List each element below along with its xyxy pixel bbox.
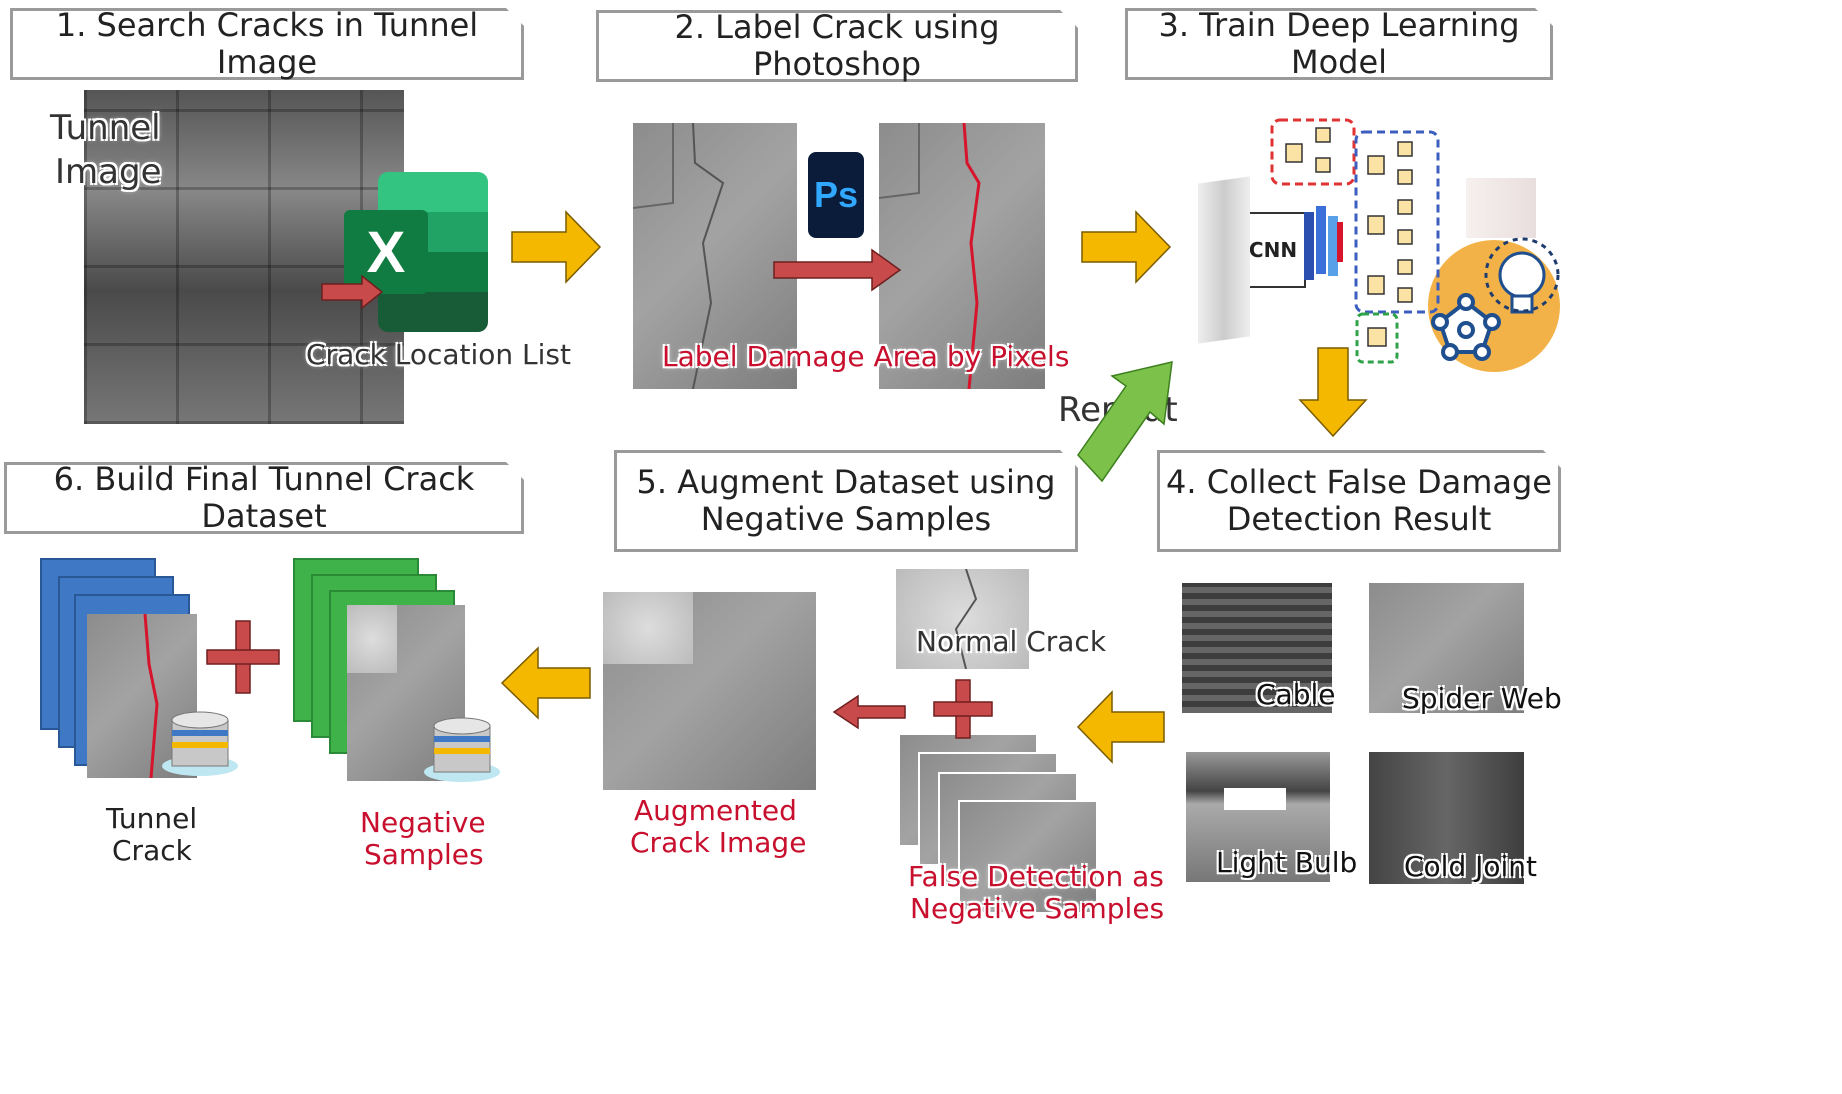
step-1-box: 1. Search Cracks in Tunnel Image	[10, 8, 524, 80]
tunnel-image-label-line2: Image	[55, 152, 162, 192]
step-1-title: 1. Search Cracks in Tunnel Image	[55, 6, 479, 81]
negative-samples-label-line1: Negative	[360, 806, 486, 839]
tunnel-image-label-line1: Tunnel	[50, 108, 161, 148]
database-icon	[424, 717, 500, 782]
labeled-crack-image	[879, 123, 1045, 389]
step-2-title: 2. Label Crack using Photoshop	[674, 8, 1000, 83]
excel-letter: X	[344, 210, 428, 294]
step-4-box: 4. Collect False Damage Detection Result	[1157, 450, 1561, 552]
step-3-title: 3. Train Deep Learning Model	[1158, 6, 1520, 81]
false-detection-label-line1: False Detection as	[908, 860, 1164, 893]
negative-samples-label-line2: Samples	[364, 838, 484, 871]
cold-joint-thumbnail	[1369, 752, 1524, 884]
augmented-crack-image	[603, 592, 816, 790]
label-damage-area-label: Label Damage Area by Pixels	[662, 340, 1070, 373]
tunnel-crack-label-line2: Crack	[112, 834, 192, 867]
cnn-cubes	[1285, 127, 1413, 347]
step-4-title-line2: Detection Result	[1226, 500, 1492, 538]
transfer-arrow-augment	[832, 694, 906, 730]
flow-arrow-3-to-4	[1298, 347, 1368, 438]
ps-logo-text: Ps	[813, 174, 859, 215]
tunnel-crack-label-line1: Tunnel	[106, 802, 198, 835]
step-5-box: 5. Augment Dataset using Negative Sample…	[614, 450, 1078, 552]
cnn-green-group	[1355, 312, 1399, 364]
repeat-arrow	[1077, 361, 1173, 483]
light-bulb-thumbnail	[1186, 752, 1330, 882]
database-icon	[162, 711, 238, 776]
normal-crack-label: Normal Crack	[916, 625, 1107, 658]
cnn-feature-maps	[1304, 206, 1343, 280]
step-3-box: 3. Train Deep Learning Model	[1125, 8, 1553, 80]
lightbulb-icon	[1498, 251, 1546, 314]
step-5-title-line1: 5. Augment Dataset using	[636, 463, 1056, 502]
step-2-box: 2. Label Crack using Photoshop	[596, 10, 1078, 82]
spider-web-thumbnail	[1369, 583, 1524, 713]
step-6-box: 6. Build Final Tunnel Crack Dataset	[4, 462, 524, 534]
cnn-label: CNN	[1248, 238, 1298, 262]
false-detection-card	[958, 800, 1098, 914]
flow-arrow-1-to-2	[511, 210, 602, 284]
step-4-title-line1: 4. Collect False Damage	[1166, 463, 1552, 502]
excel-icon: X	[344, 172, 488, 332]
network-icon	[1431, 293, 1501, 361]
cnn-blue-group	[1354, 130, 1440, 314]
cable-thumbnail	[1182, 583, 1332, 713]
flow-arrow-4-to-5	[1076, 690, 1165, 764]
crack-location-list-label: Crack Location List	[306, 338, 572, 371]
raw-crack-image	[633, 123, 797, 389]
cold-joint-label: Cold Joint	[1404, 850, 1538, 883]
flow-arrow-5-to-6	[500, 646, 591, 720]
cnn-red-group	[1270, 118, 1356, 186]
step-6-title: 6. Build Final Tunnel Crack Dataset	[53, 460, 475, 535]
plus-icon	[206, 620, 280, 694]
augmented-label-line1: Augmented	[634, 794, 797, 827]
plus-icon	[933, 679, 993, 739]
false-detection-label-line2: Negative Samples	[910, 892, 1165, 925]
transfer-arrow-photoshop	[773, 248, 902, 292]
transfer-arrow-excel	[321, 274, 384, 310]
normal-crack-image	[896, 569, 1029, 669]
cable-label: Cable	[1256, 678, 1336, 711]
photoshop-icon: Ps	[808, 152, 864, 238]
step-5-title-line2: Negative Samples	[700, 500, 992, 538]
flow-arrow-2-to-3	[1081, 210, 1172, 284]
output-crack-sample	[1466, 178, 1536, 238]
spider-web-label: Spider Web	[1402, 682, 1562, 715]
light-bulb-label: Light Bulb	[1216, 846, 1358, 879]
augmented-label-line2: Crack Image	[630, 826, 807, 859]
